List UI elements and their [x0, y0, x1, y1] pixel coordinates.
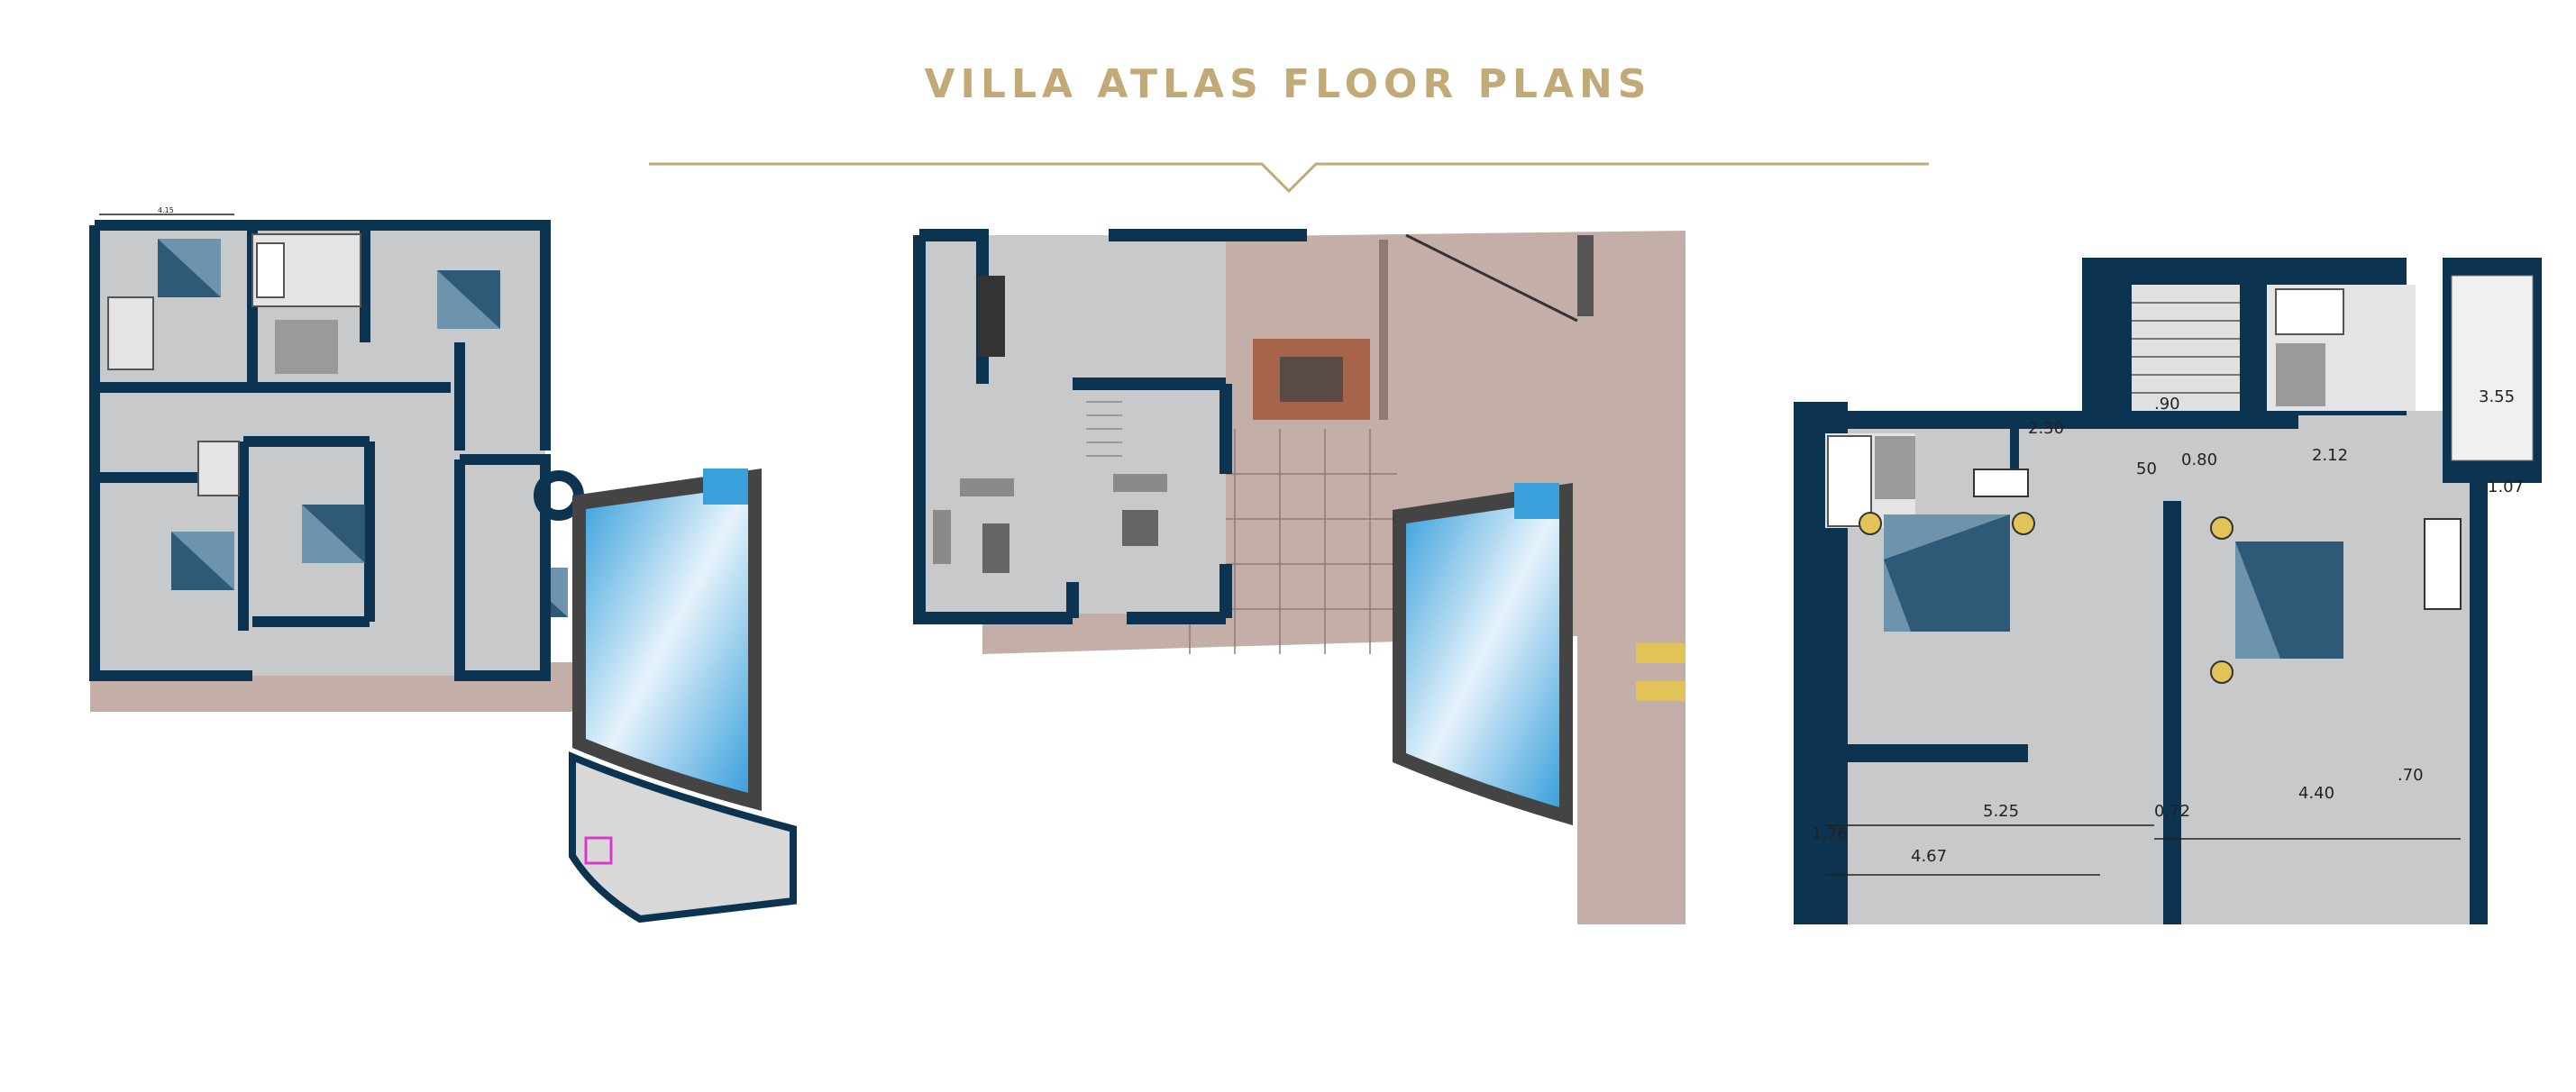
sofa — [1113, 474, 1167, 492]
dimension-label: 1.76 — [1812, 824, 1848, 843]
floor-plan-upper: 2.30 .90 0.80 2.12 3.55 1.07 5.25 4.40 4… — [1758, 204, 2551, 924]
wardrobe — [2424, 518, 2462, 610]
title-divider — [649, 162, 1929, 194]
dimension-label: 2.12 — [2312, 446, 2348, 465]
dimension-label: 4.67 — [1911, 847, 1947, 866]
wardrobe — [1973, 469, 2029, 497]
dining-table — [978, 276, 1005, 357]
walls — [913, 229, 1307, 624]
bed — [302, 505, 365, 563]
sun-lounger — [1636, 681, 1685, 701]
dimension-label: 2.30 — [2028, 419, 2064, 438]
dimension-label: .90 — [2154, 395, 2180, 414]
dimension-label: 0.72 — [2154, 802, 2190, 821]
dimension-label: 3.55 — [2479, 387, 2515, 406]
staircase — [2132, 285, 2240, 411]
bed — [437, 270, 500, 329]
house-floor — [919, 235, 1226, 614]
bed — [2210, 516, 2343, 684]
swimming-pool — [572, 469, 762, 811]
shower — [275, 320, 338, 374]
dimension-label: 5.25 — [1983, 802, 2019, 821]
sun-lounger — [1636, 643, 1685, 663]
page-title: VILLA ATLAS FLOOR PLANS — [924, 61, 1652, 107]
dimension-label: 1.07 — [2488, 478, 2524, 496]
dimension-label: 4.40 — [2298, 784, 2334, 803]
sofa — [960, 478, 1014, 496]
staircase — [1086, 401, 1122, 457]
sofa — [933, 510, 951, 564]
bed — [1859, 512, 2035, 632]
swimming-pool — [1393, 483, 1573, 825]
dimension-label: 50 — [2136, 460, 2157, 478]
bed — [171, 532, 234, 590]
dimension-label: 0.80 — [2181, 450, 2217, 469]
coffee-table — [982, 523, 1009, 573]
svg-text:4.15: 4.15 — [158, 207, 174, 214]
floor-plan-first — [892, 204, 1704, 924]
floor-plan-ground: 4.15 — [72, 207, 811, 928]
dimension-label: .70 — [2398, 766, 2424, 785]
bed — [158, 239, 221, 297]
